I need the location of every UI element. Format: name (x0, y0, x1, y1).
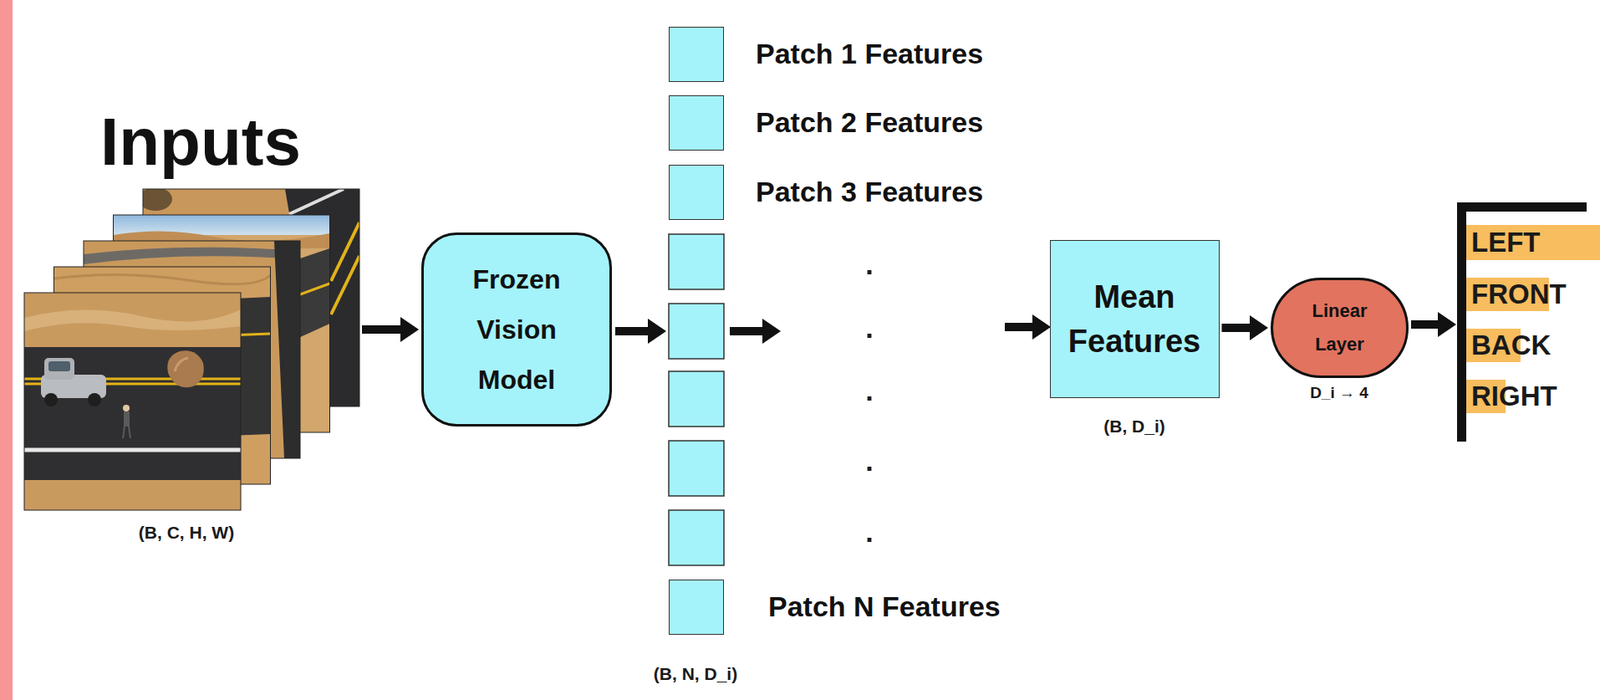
ellipsis-dot: . (865, 374, 873, 408)
body (123, 411, 130, 427)
flow-arrow (1004, 322, 1033, 332)
ellipsis-dot: . (865, 444, 873, 478)
road-line (331, 222, 360, 281)
dune (54, 274, 271, 284)
class-label: BACK (1471, 329, 1551, 362)
model-box: Frozen Vision Model (421, 232, 612, 427)
node-title: Mean Features (1061, 275, 1208, 364)
node-title: Patch 2 Features (755, 106, 984, 139)
mean-features-box: Mean Features (1049, 239, 1220, 398)
truck-window (48, 361, 71, 372)
input-frame (24, 292, 241, 510)
linear-layer-pill: Linear Layer (1270, 277, 1409, 378)
rock (167, 350, 204, 388)
road (83, 247, 301, 265)
ellipsis-dot: . (865, 515, 873, 549)
side-strip (0, 0, 13, 700)
node-title: Patch 3 Features (755, 175, 984, 209)
sand (24, 479, 241, 510)
pedestrian (122, 404, 131, 439)
class-label: FRONT (1471, 278, 1567, 311)
node-title: Linear Layer (1298, 294, 1382, 362)
node-title: Patch 1 Features (755, 37, 984, 71)
patch-square (668, 440, 724, 496)
dimension-label: (B, C, H, W) (138, 522, 235, 543)
patch-square (668, 509, 724, 566)
dimension-label: D_i → 4 (1309, 383, 1369, 403)
dimension-label: (B, D_i) (1103, 416, 1166, 437)
road-line (331, 255, 360, 315)
chart-axis (1457, 202, 1587, 212)
flow-arrow (1222, 323, 1251, 332)
flow-arrow (729, 326, 763, 336)
head (122, 404, 130, 412)
ellipsis-dot: . (865, 311, 873, 345)
frame-content (24, 292, 241, 510)
wheel (44, 392, 58, 407)
dune (24, 309, 241, 332)
asphalt (274, 240, 301, 459)
leg (128, 426, 131, 439)
asphalt (24, 346, 241, 480)
frame-border (24, 292, 241, 510)
truck-cab (44, 357, 75, 380)
sand (24, 292, 241, 352)
dimension-label: (B, N, D_i) (653, 663, 738, 684)
patch-feature-box: Patch 3 Features (668, 164, 724, 220)
flow-arrow (615, 326, 648, 336)
class-label: LEFT (1471, 226, 1540, 259)
class-label: RIGHT (1471, 380, 1558, 413)
rock-highlight (174, 357, 189, 372)
road-line (289, 188, 344, 215)
road-line (24, 448, 241, 453)
node-title: Frozen Vision Model (453, 254, 580, 405)
chart-bar (1466, 224, 1600, 260)
node-title: Inputs (100, 108, 301, 176)
node-title: Patch N Features (768, 590, 1001, 623)
patch-square (668, 371, 724, 427)
image-stack: Inputs (24, 108, 360, 510)
patch-square (668, 303, 724, 359)
patch-square (668, 234, 724, 290)
chart-axis (1457, 202, 1467, 442)
flow-arrow (361, 325, 401, 334)
rock (142, 188, 173, 211)
wheel (87, 392, 102, 407)
patch-feature-box: Patch 2 Features (668, 95, 724, 151)
ellipsis-dot: . (865, 248, 873, 281)
truck (40, 357, 107, 407)
patch-feature-box: Patch N Features (668, 579, 724, 635)
leg (122, 426, 125, 439)
flow-arrow (1411, 320, 1438, 329)
patch-feature-box: Patch 1 Features (668, 26, 724, 82)
